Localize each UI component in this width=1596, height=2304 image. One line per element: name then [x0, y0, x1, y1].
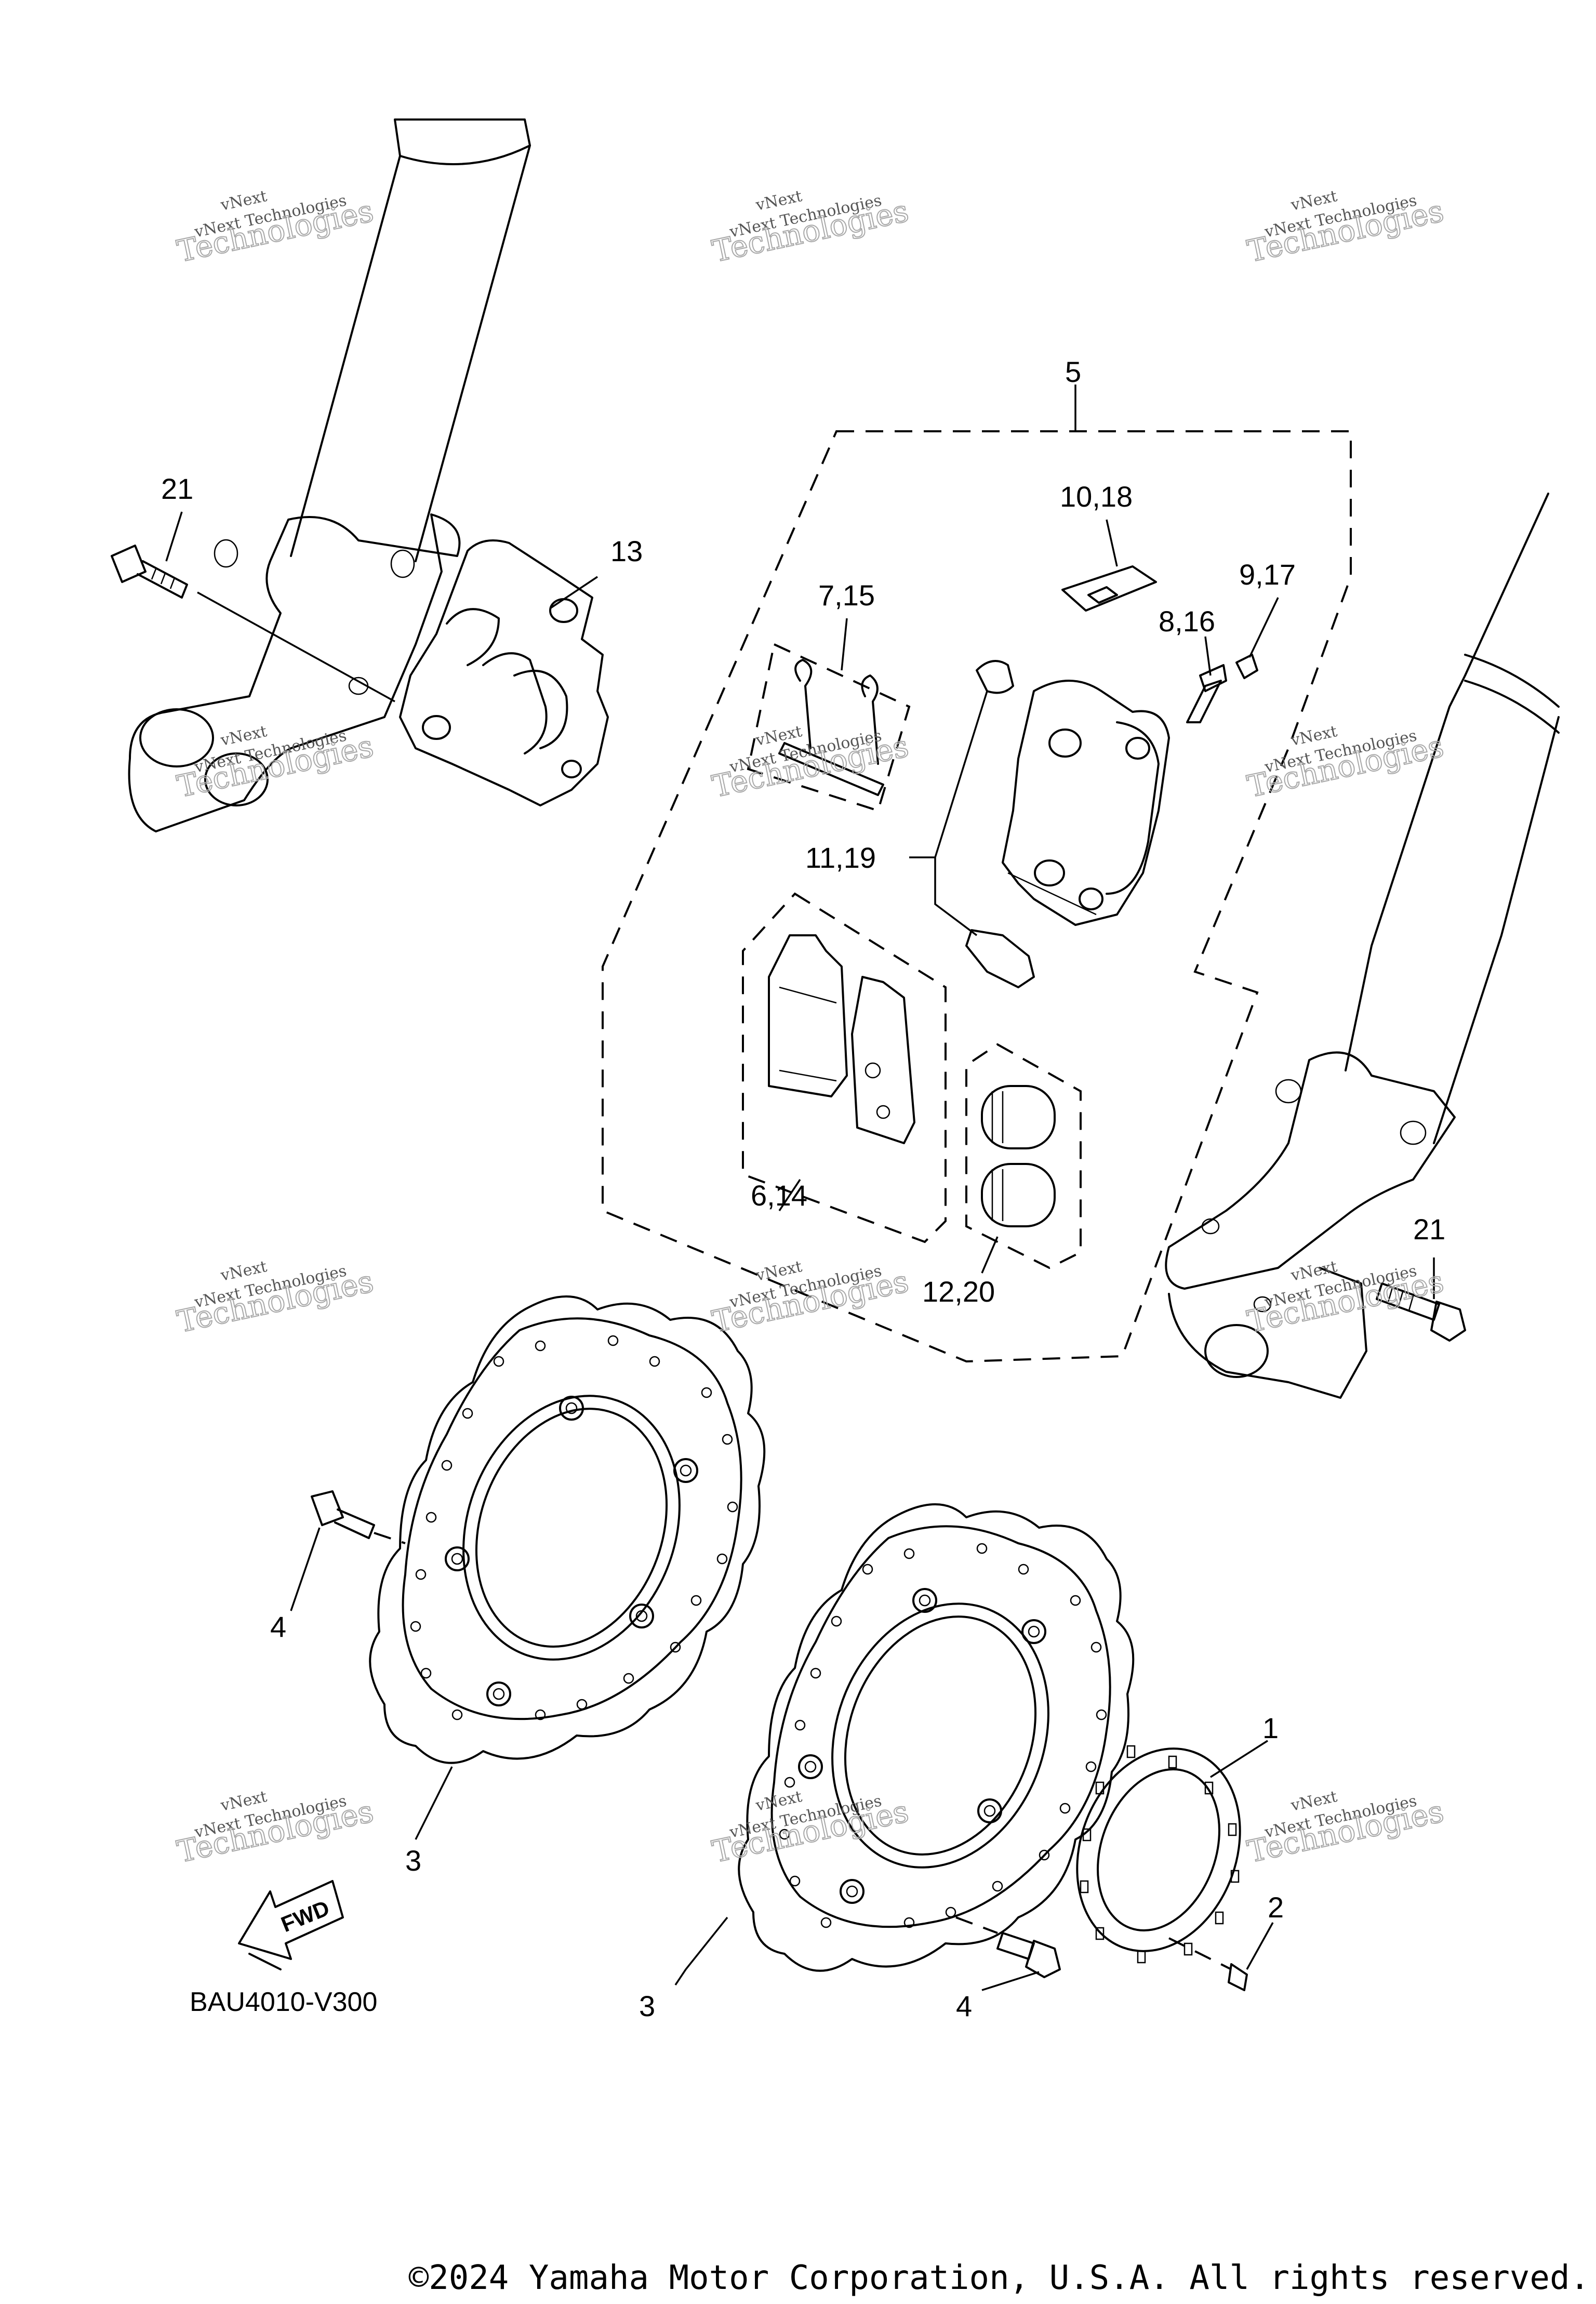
callout-1: 1 [1262, 1712, 1279, 1744]
bolt-21-left [111, 511, 188, 599]
pistons-12-20 [965, 1043, 1082, 1274]
pad-pin-kit-7-15 [747, 618, 911, 812]
callout-7-15: 7,15 [818, 579, 875, 612]
brake-pads-6-14 [742, 892, 947, 1243]
brake-disc-3-right [674, 1503, 1135, 1985]
watermark: vNext vNext Technologies Technologies [1244, 1787, 1447, 1870]
svg-text:Technologies: Technologies [1244, 1263, 1447, 1339]
svg-text:Technologies: Technologies [709, 1263, 912, 1339]
callout-12-20: 12,20 [922, 1275, 995, 1308]
rotor-screw-2 [1168, 1922, 1274, 1991]
brake-disc-3-left [369, 1295, 766, 1840]
watermark: vNext vNext Technologies Technologies [709, 1787, 912, 1870]
watermarks: vNext vNext Technologies Technologies vN… [174, 187, 1447, 1870]
watermark: vNext vNext Technologies Technologies [174, 187, 377, 270]
svg-text:Technologies: Technologies [174, 1263, 377, 1339]
svg-text:Technologies: Technologies [174, 1793, 377, 1869]
watermark: vNext vNext Technologies Technologies [1244, 1257, 1447, 1340]
callout-11-19: 11,19 [805, 841, 876, 874]
watermark: vNext vNext Technologies Technologies [1244, 187, 1447, 270]
abs-sensor-rotor-1 [1076, 1740, 1268, 1964]
callout-8-16: 8,16 [1159, 605, 1215, 638]
caliper-body [1002, 680, 1170, 926]
svg-text:Technologies: Technologies [174, 193, 377, 269]
disc-bolt-4-left [290, 1490, 406, 1611]
caliper-kit-outline-5 [602, 385, 1352, 1363]
watermark: vNext vNext Technologies Technologies [1244, 722, 1447, 805]
svg-text:Technologies: Technologies [1244, 728, 1447, 804]
svg-text:Technologies: Technologies [1244, 1793, 1447, 1869]
callout-labels: 1 2 3 3 4 4 5 6,14 7,15 8,16 9,17 10,18 … [161, 355, 1445, 2022]
callout-21-right: 21 [1413, 1213, 1445, 1246]
caliper-assembly-13 [399, 539, 609, 806]
left-fork-assembly [128, 118, 531, 832]
callout-9-17: 9,17 [1239, 558, 1296, 591]
callout-3-left: 3 [405, 1844, 421, 1877]
watermark: vNext vNext Technologies Technologies [709, 187, 912, 270]
callout-3-right: 3 [639, 1990, 655, 2022]
watermark: vNext vNext Technologies Technologies [709, 1257, 912, 1340]
callout-13: 13 [610, 535, 643, 567]
copyright-notice: ©2024 Yamaha Motor Corporation, U.S.A. A… [409, 2259, 1590, 2297]
svg-text:Technologies: Technologies [709, 1793, 912, 1869]
svg-text:Technologies: Technologies [174, 728, 377, 804]
watermark: vNext vNext Technologies Technologies [174, 1257, 377, 1340]
callout-4-right: 4 [956, 1990, 972, 2022]
callout-21-left: 21 [161, 472, 193, 505]
right-fork-assembly [1165, 493, 1560, 1399]
bolt-21-right [1376, 1257, 1466, 1342]
bleeder-cap-10-18 [1061, 519, 1157, 612]
callout-4-left: 4 [270, 1610, 286, 1643]
callout-2: 2 [1268, 1891, 1284, 1924]
svg-text:Technologies: Technologies [709, 193, 912, 269]
fwd-arrow-icon: FWD [238, 1880, 344, 1970]
caliper-bolt-11-19 [909, 660, 1035, 988]
callout-5: 5 [1065, 355, 1081, 388]
diagram-code: BAU4010-V300 [190, 1987, 377, 2017]
disc-bolt-4-right [955, 1916, 1061, 1991]
bleeder-screw-8-16-9-17 [1186, 597, 1279, 723]
callout-6-14: 6,14 [751, 1179, 807, 1212]
watermark: vNext vNext Technologies Technologies [174, 1787, 377, 1870]
svg-text:Technologies: Technologies [1244, 193, 1447, 269]
callout-10-18: 10,18 [1060, 480, 1133, 513]
